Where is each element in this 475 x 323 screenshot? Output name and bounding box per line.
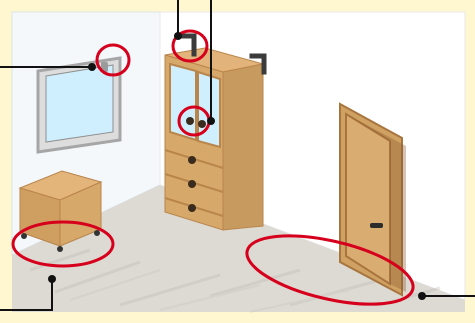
leader-dot xyxy=(418,292,426,300)
leader-dot xyxy=(207,117,215,125)
window-glass xyxy=(46,65,113,142)
stool-caster xyxy=(21,233,27,239)
drawer-knob xyxy=(188,180,196,188)
stool-caster xyxy=(94,230,100,236)
leader-dot xyxy=(174,32,182,40)
window xyxy=(38,58,120,152)
door-handle xyxy=(370,223,383,228)
cabinet xyxy=(165,36,264,230)
drawer-knob xyxy=(188,204,196,212)
drawer-knob xyxy=(188,156,196,164)
cabinet-side xyxy=(223,64,263,230)
cabinet-knob xyxy=(198,120,206,128)
leader-dot xyxy=(48,275,56,283)
stool-caster xyxy=(57,246,63,252)
cabinet-knob xyxy=(186,117,194,125)
leader-dot xyxy=(88,63,96,71)
